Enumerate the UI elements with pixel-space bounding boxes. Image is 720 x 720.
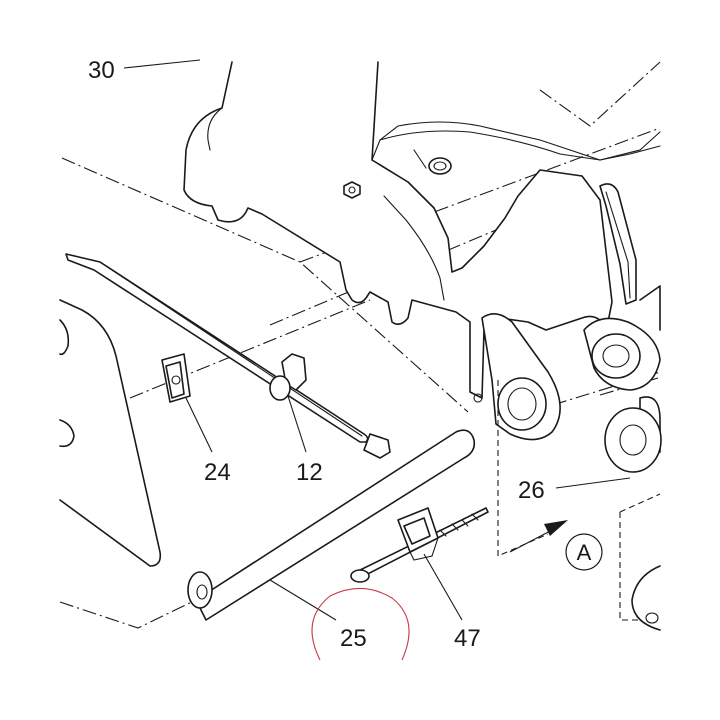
- leader-lines: [123, 59, 631, 621]
- clip-nut-part-24: [161, 353, 191, 403]
- callout-25: 25: [340, 625, 367, 652]
- pivot-lugs: [481, 285, 661, 441]
- callout-24: 24: [204, 459, 231, 486]
- view-a-bracket: [497, 380, 661, 631]
- view-a-marker: A: [565, 533, 603, 571]
- markup-circle: [311, 587, 410, 661]
- callout-47: 47: [454, 625, 481, 652]
- bushing-part-26: [604, 396, 662, 473]
- frame-casting: [183, 61, 661, 403]
- cable-tie-part-12: [65, 253, 391, 459]
- callout-labels: 30 24 12 26 25 47: [88, 57, 545, 652]
- shaft-part-25: [187, 429, 476, 621]
- view-arrow: [509, 520, 568, 553]
- callout-30: 30: [88, 57, 115, 84]
- callout-26: 26: [518, 477, 545, 504]
- view-a-letter: A: [577, 540, 592, 565]
- side-plate: [59, 299, 162, 567]
- clip-part-47: [350, 507, 489, 583]
- callout-12: 12: [296, 459, 323, 486]
